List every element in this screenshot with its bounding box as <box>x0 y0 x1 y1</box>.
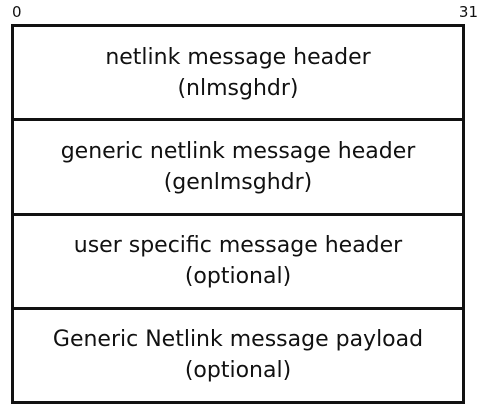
bit-start-label: 0 <box>12 3 22 21</box>
user-specific-header-subtitle: (optional) <box>184 264 292 290</box>
generic-netlink-header-section: generic netlink message header (genlmsgh… <box>14 121 462 216</box>
payload-section: Generic Netlink message payload (optiona… <box>14 310 462 401</box>
generic-netlink-header-title: generic netlink message header <box>60 138 416 164</box>
payload-title: Generic Netlink message payload <box>52 327 424 353</box>
payload-subtitle: (optional) <box>184 358 292 384</box>
user-specific-header-title: user specific message header <box>73 233 403 259</box>
bit-end-label: 31 <box>458 3 478 21</box>
generic-netlink-header-subtitle: (genlmsghdr) <box>163 169 313 195</box>
netlink-header-subtitle: (nlmsghdr) <box>177 75 299 101</box>
user-specific-header-section: user specific message header (optional) <box>14 216 462 310</box>
netlink-header-title: netlink message header <box>105 44 371 70</box>
message-structure-diagram: netlink message header (nlmsghdr) generi… <box>11 24 465 404</box>
netlink-header-section: netlink message header (nlmsghdr) <box>14 27 462 122</box>
